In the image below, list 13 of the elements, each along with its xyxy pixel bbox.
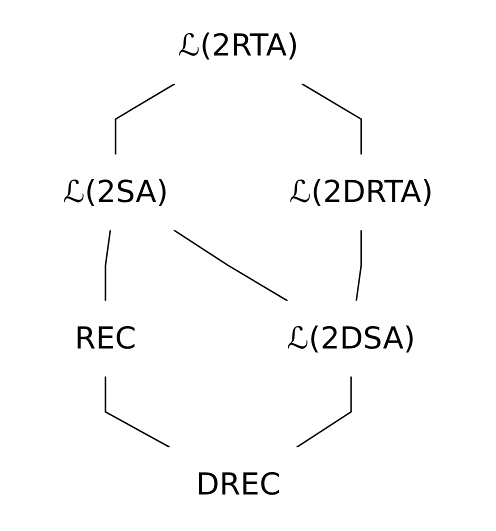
node-text: DREC <box>196 467 281 503</box>
node-text: REC <box>74 321 136 356</box>
connector <box>296 376 352 448</box>
connector <box>104 376 170 448</box>
node-text: ℒ(2SA) <box>62 174 168 210</box>
connector <box>104 230 112 301</box>
node-text: ℒ(2DSA) <box>286 321 416 356</box>
node-text: ℒ(2DRTA) <box>289 174 434 210</box>
connector <box>114 83 176 154</box>
connector <box>302 83 362 154</box>
node-text: ℒ(2RTA) <box>178 28 299 64</box>
connector <box>173 230 288 302</box>
connector <box>356 230 362 301</box>
